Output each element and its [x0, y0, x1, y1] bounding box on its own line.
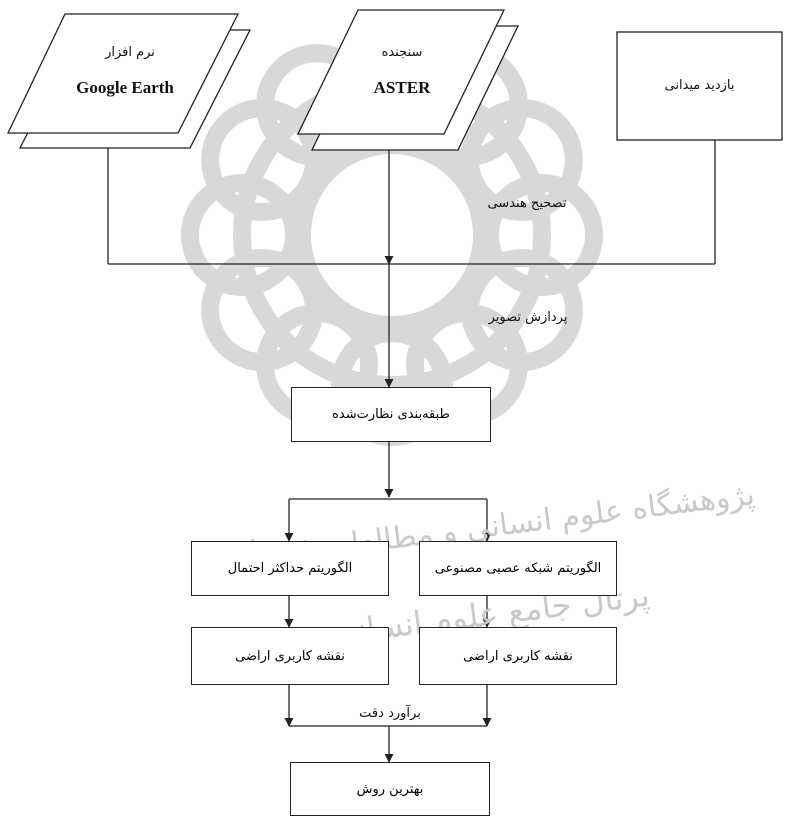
watermark-petal — [201, 249, 324, 371]
neural-network-label: الگوریتم شبکه عصبی مصنوعی — [434, 561, 602, 576]
image-processing-label: پردازش تصویر — [488, 310, 568, 325]
watermark-petal — [181, 174, 303, 296]
field-visit-box — [616, 31, 783, 141]
aster-label-fa: سنجنده — [381, 45, 423, 60]
neural-network-box: الگوریتم شبکه عصبی مصنوعی — [419, 541, 617, 596]
field-visit-label: بازدید میدانی — [664, 78, 735, 93]
best-method-label: بهترین روش — [356, 781, 424, 797]
watermark-petal — [481, 174, 603, 296]
max-likelihood-label: الگوریتم حداکثر احتمال — [227, 561, 353, 576]
watermark-petal — [460, 99, 583, 221]
landuse-map-right-box: نقشه کاربری اراضی — [419, 627, 617, 685]
accuracy-assessment-label: برآورد دقت — [359, 706, 421, 721]
landuse-map-left-label: نقشه کاربری اراضی — [235, 648, 345, 664]
geometric-correction-label: تصحیح هندسی — [487, 196, 567, 211]
google-earth-label-en: Google Earth — [76, 78, 174, 97]
aster-input-shape — [296, 9, 520, 151]
best-method-box: بهترین روش — [290, 762, 490, 816]
max-likelihood-box: الگوریتم حداکثر احتمال — [191, 541, 389, 596]
landuse-map-left-box: نقشه کاربری اراضی — [191, 627, 389, 685]
supervised-classification-box: طبقه‌بندی نظارت‌شده — [291, 387, 491, 442]
landuse-map-right-label: نقشه کاربری اراضی — [463, 648, 573, 664]
google-earth-label-fa: نرم افزار — [105, 45, 155, 60]
google-earth-input-shape — [6, 13, 252, 149]
connectors — [107, 140, 716, 763]
supervised-classification-label: طبقه‌بندی نظارت‌شده — [332, 407, 450, 422]
aster-label-en: ASTER — [373, 78, 431, 97]
